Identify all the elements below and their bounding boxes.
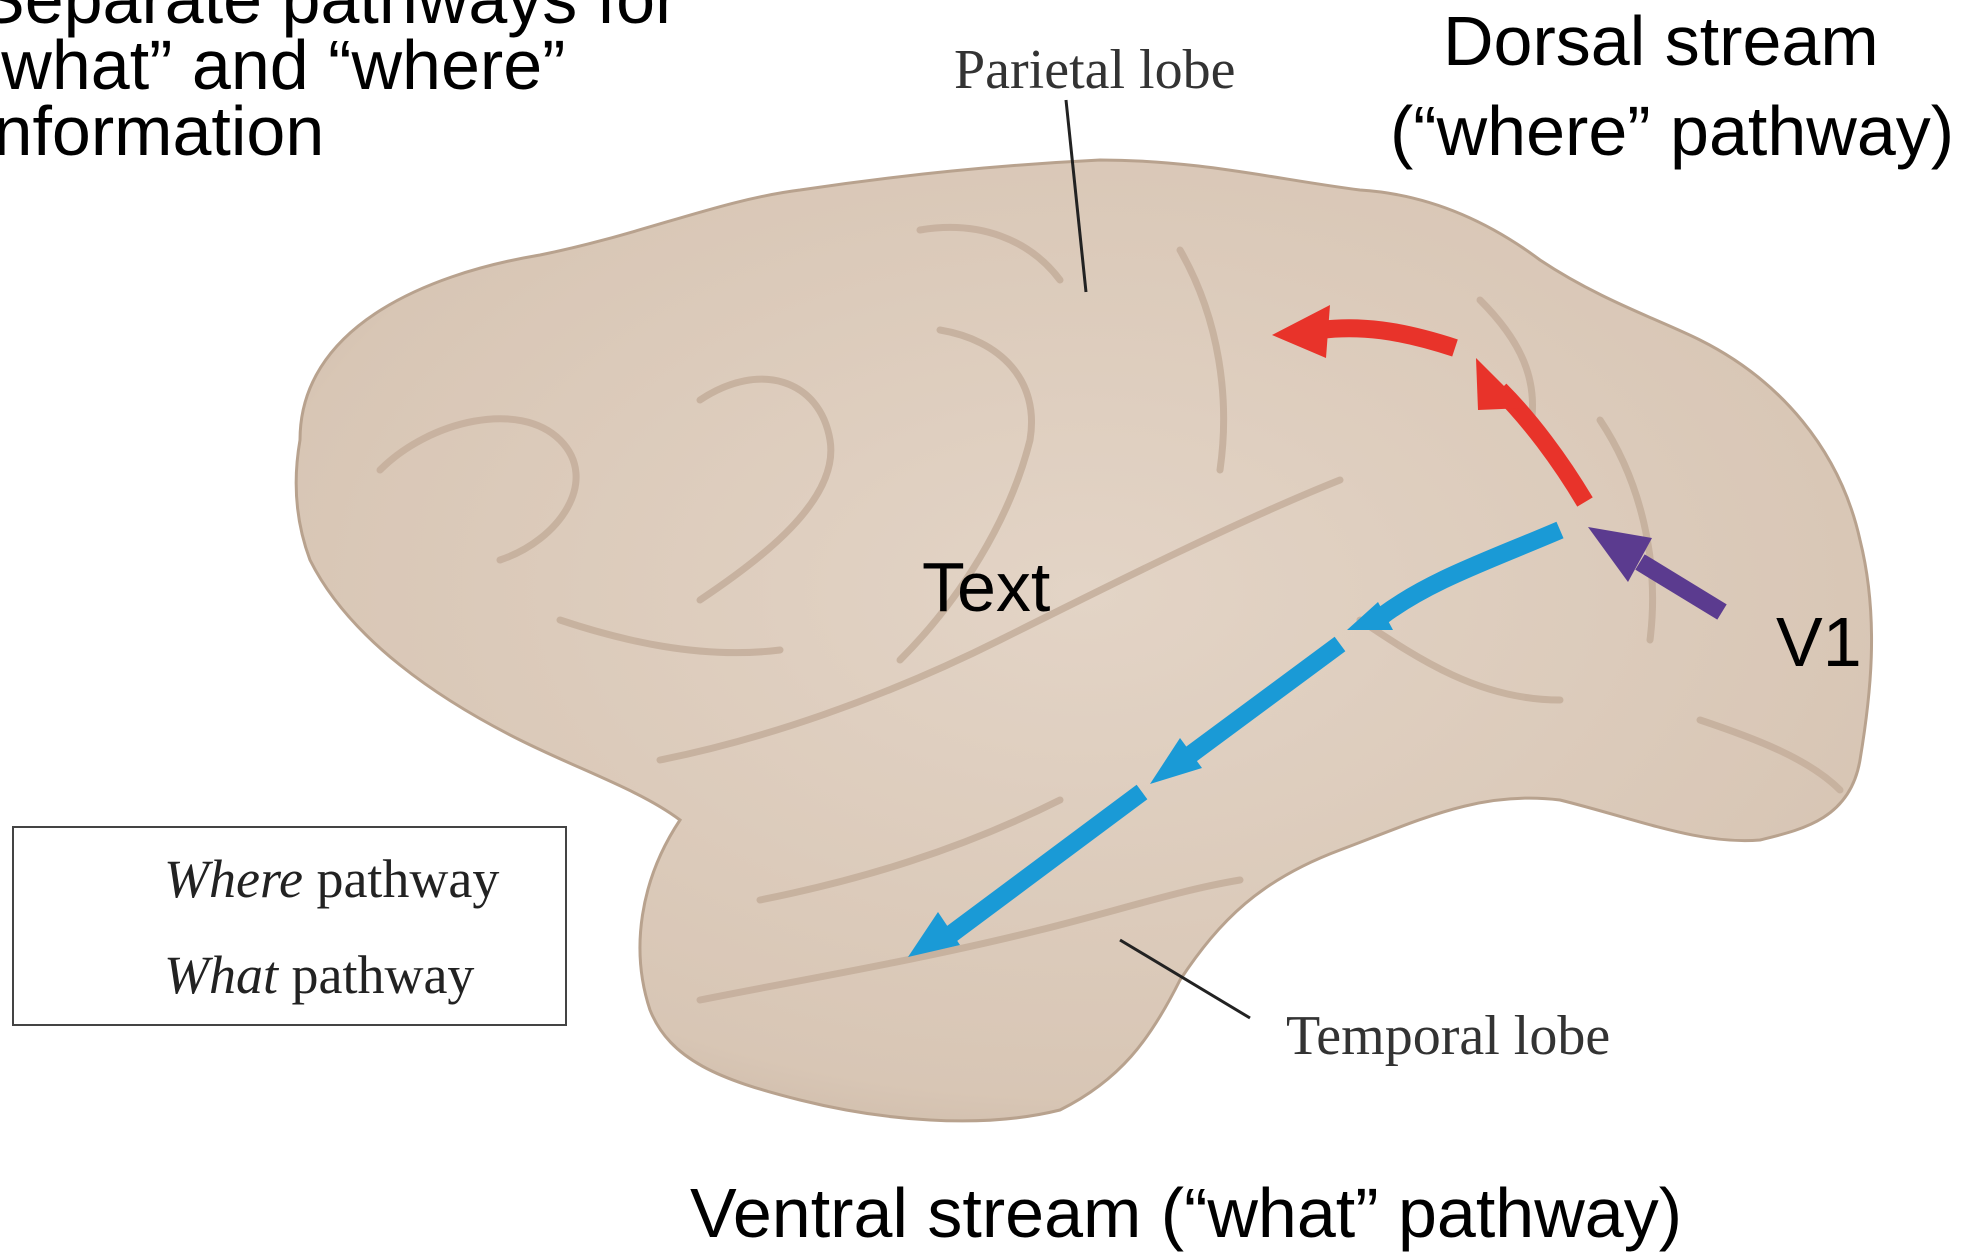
legend-what-italic: What xyxy=(164,945,278,1005)
intro-caption-line-2: “what” and “where” xyxy=(0,32,678,98)
legend-where-row: Where pathway xyxy=(164,848,499,910)
legend: Where pathway What pathway xyxy=(12,826,567,1026)
intro-caption: Separate pathways for “what” and “where”… xyxy=(0,0,678,164)
legend-where-italic: Where xyxy=(164,849,303,909)
dorsal-stream-title: Dorsal stream xyxy=(1443,6,1879,76)
legend-where-text: pathway xyxy=(316,849,499,909)
temporal-lobe-label: Temporal lobe xyxy=(1286,1008,1610,1064)
legend-what-text: pathway xyxy=(292,945,475,1005)
dorsal-stream-subtitle: (“where” pathway) xyxy=(1390,96,1954,166)
placeholder-text-label: Text xyxy=(922,552,1050,622)
ventral-stream-caption: Ventral stream (“what” pathway) xyxy=(690,1178,1682,1248)
legend-what-row: What pathway xyxy=(164,944,474,1006)
parietal-lobe-label: Parietal lobe xyxy=(954,42,1235,98)
v1-label: V1 xyxy=(1776,607,1862,677)
intro-caption-line-3: information xyxy=(0,98,678,164)
